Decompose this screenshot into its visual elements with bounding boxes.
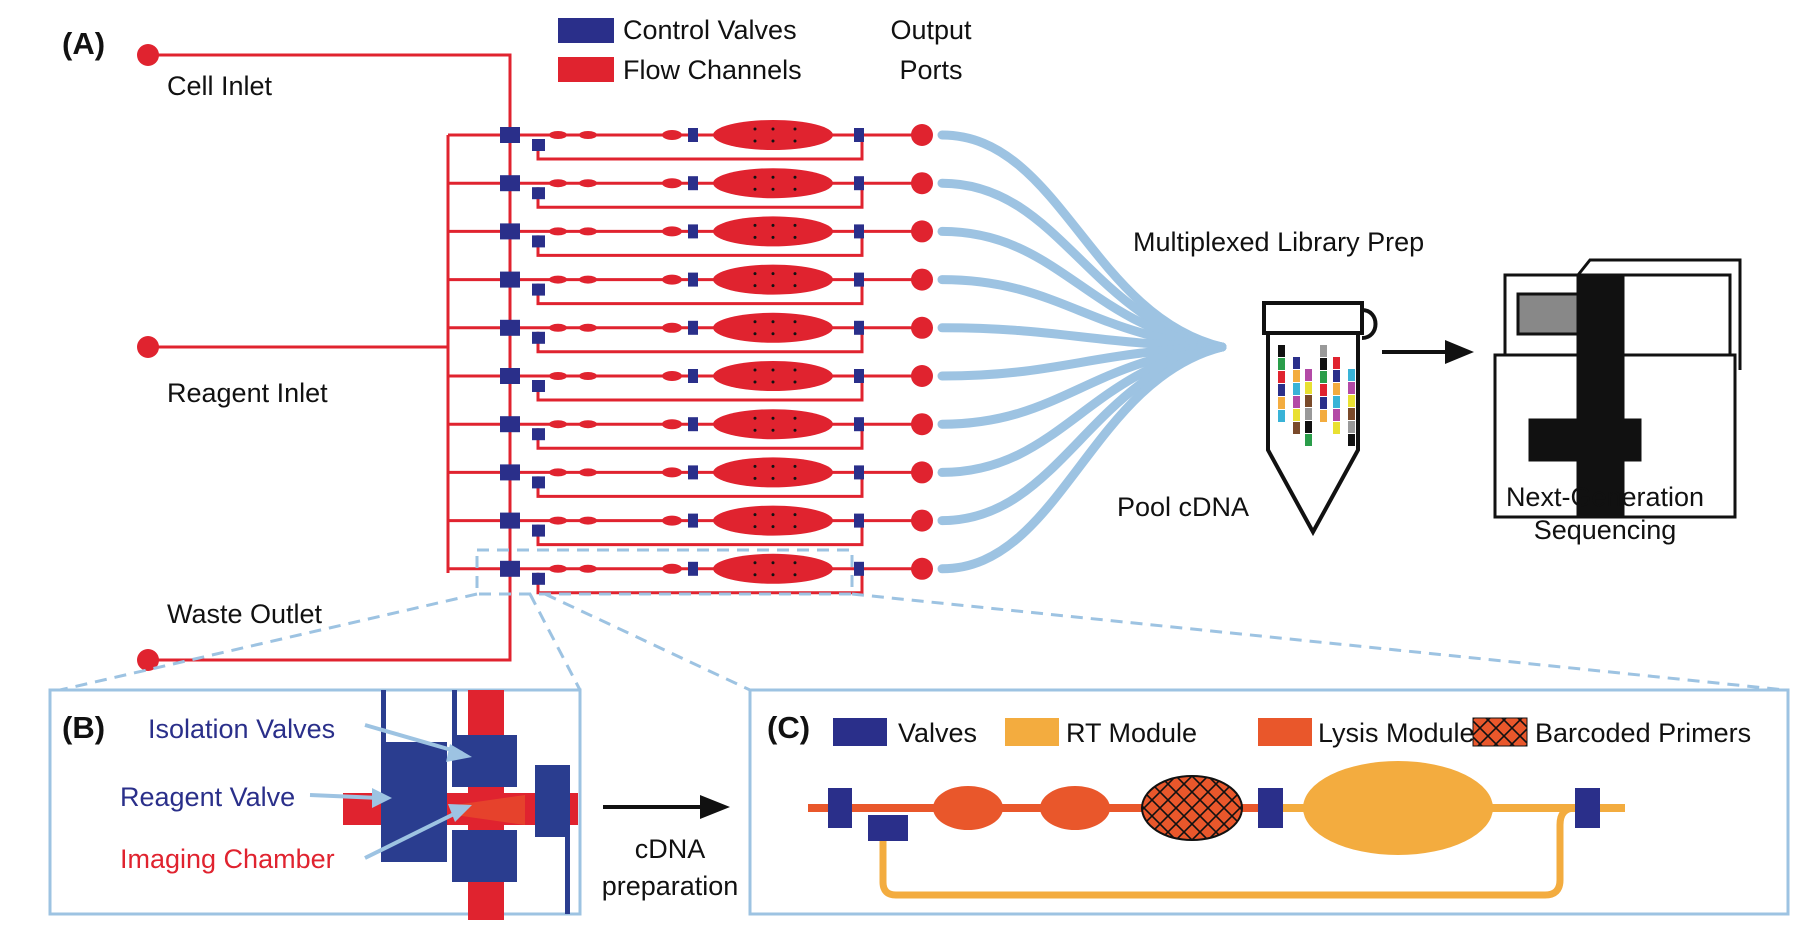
panel-c-frame — [748, 688, 1790, 916]
outflow-stream — [937, 178, 1227, 352]
panel-a-label: (A) — [62, 26, 106, 61]
output-ports-label-2: Ports — [899, 55, 963, 85]
cell-inlet-label: Cell Inlet — [167, 71, 273, 101]
ngs-label-2: Sequencing — [1533, 515, 1677, 545]
pool-cdna-label: Pool cDNA — [1117, 492, 1250, 522]
library-prep-label: Multiplexed Library Prep — [1133, 227, 1425, 257]
cdna-prep-label-1: cDNA — [634, 834, 706, 864]
module-detail — [808, 761, 1625, 899]
isolation-valves-label: Isolation Valves — [148, 714, 336, 744]
outflow-fan — [937, 130, 1227, 574]
ngs-label-1: Next-Generation — [1505, 482, 1705, 512]
output-port — [911, 268, 933, 291]
sequencer-icon — [1493, 258, 1742, 519]
channel-row — [448, 120, 922, 161]
pointer-heads — [372, 744, 472, 822]
output-port — [911, 509, 933, 532]
output-ports-label-1: Output — [890, 15, 972, 45]
panel-b-frame — [48, 688, 582, 916]
channel-row — [448, 361, 922, 402]
panel-b-label: (B) — [62, 710, 106, 745]
arrow-to-sequencer — [1382, 340, 1474, 364]
valve-detail — [343, 690, 578, 920]
channel-row — [448, 312, 922, 354]
reagent-valve-label: Reagent Valve — [120, 782, 296, 812]
valves-swatch — [833, 718, 887, 746]
inlet-network — [148, 53, 512, 662]
legend-flow-channels: Flow Channels — [623, 55, 802, 85]
legend-lysis-module: Lysis Module — [1318, 718, 1475, 748]
control-valves-swatch — [558, 18, 614, 43]
cell-inlet-port — [137, 44, 159, 66]
reagent-inlet-label: Reagent Inlet — [167, 378, 328, 408]
output-port — [911, 316, 933, 339]
legend-barcoded-primers: Barcoded Primers — [1535, 718, 1752, 748]
channel-row — [448, 216, 922, 257]
channel-row — [448, 168, 922, 209]
output-port — [911, 413, 933, 436]
waste-outlet-port — [137, 649, 159, 671]
output-port — [911, 365, 933, 387]
legend-rt-module: RT Module — [1066, 718, 1198, 748]
sample-tube — [1262, 301, 1378, 537]
reagent-inlet-port — [137, 336, 159, 358]
channel-row — [448, 409, 922, 450]
output-port — [911, 172, 933, 195]
barcoded-primers-swatch — [1472, 717, 1528, 747]
cdna-prep-label-2: preparation — [601, 871, 739, 901]
pointer-arrows — [309, 723, 463, 860]
flow-channels-swatch — [558, 57, 614, 82]
output-port — [911, 557, 933, 580]
panel-c-label: (C) — [767, 710, 811, 745]
channel-row — [448, 505, 922, 547]
channel-row — [448, 264, 922, 306]
lysis-module-swatch — [1258, 718, 1312, 746]
rt-module-swatch — [1005, 718, 1059, 746]
outflow-stream — [937, 342, 1227, 574]
output-port — [911, 124, 933, 146]
imaging-chamber-label: Imaging Chamber — [120, 844, 335, 874]
waste-outlet-label: Waste Outlet — [167, 599, 323, 629]
zoom-callouts — [59, 548, 1786, 692]
channel-row — [448, 457, 922, 498]
legend-control-valves: Control Valves — [623, 15, 797, 45]
arrow-cdna-prep — [603, 795, 730, 819]
flow-channels — [448, 120, 933, 595]
output-port — [911, 461, 933, 484]
legend-valves: Valves — [898, 718, 978, 748]
output-port — [911, 220, 933, 243]
